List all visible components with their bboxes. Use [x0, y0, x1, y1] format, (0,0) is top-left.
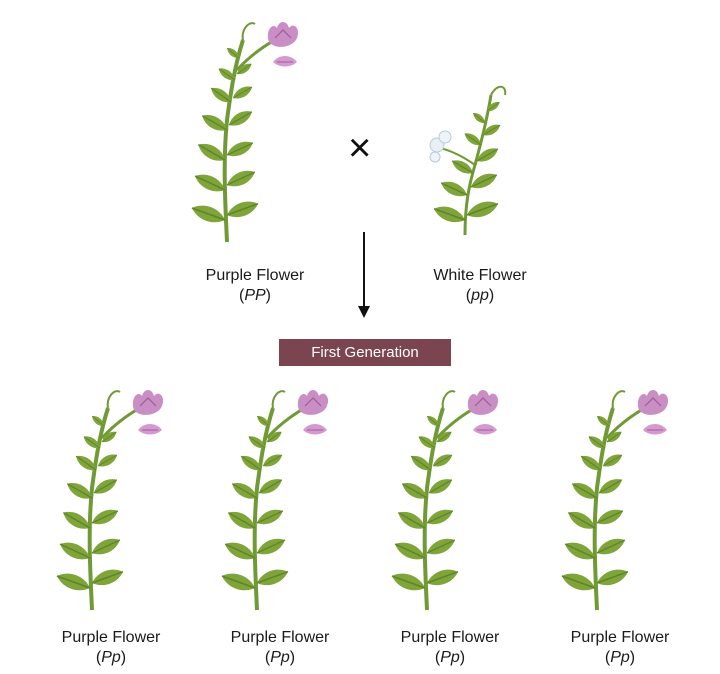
- offspring-plant-3: [365, 378, 515, 618]
- offspring-label-4: Purple Flower (Pp): [545, 628, 695, 668]
- parent-left-label: Purple Flower (PP): [180, 266, 330, 306]
- offspring-plant-1: [30, 378, 180, 618]
- offspring-genotype: (Pp): [264, 649, 296, 666]
- offspring-name: Purple Flower: [61, 629, 161, 646]
- white-flower-plant-pp: [425, 75, 525, 250]
- parent-right-name: White Flower: [433, 267, 527, 284]
- parent-left-genotype: (PP): [239, 287, 271, 304]
- offspring-name: Purple Flower: [230, 629, 330, 646]
- offspring-genotype: (Pp): [95, 649, 127, 666]
- parent-left-name: Purple Flower: [205, 267, 305, 284]
- offspring-label-1: Purple Flower (Pp): [36, 628, 186, 668]
- purple-flower-plant-pp: [165, 10, 315, 250]
- offspring-label-2: Purple Flower (Pp): [205, 628, 355, 668]
- offspring-plant-4: [535, 378, 685, 618]
- offspring-plant-2: [195, 378, 345, 618]
- offspring-genotype: (Pp): [604, 649, 636, 666]
- generation-badge: First Generation: [279, 339, 451, 366]
- offspring-name: Purple Flower: [570, 629, 670, 646]
- cross-symbol: ×: [348, 126, 372, 170]
- offspring-name: Purple Flower: [400, 629, 500, 646]
- parent-right-genotype: (pp): [465, 287, 495, 304]
- offspring-genotype: (Pp): [434, 649, 466, 666]
- parent-right-label: White Flower (pp): [405, 266, 555, 306]
- offspring-label-3: Purple Flower (Pp): [375, 628, 525, 668]
- down-arrow-icon: [356, 232, 372, 320]
